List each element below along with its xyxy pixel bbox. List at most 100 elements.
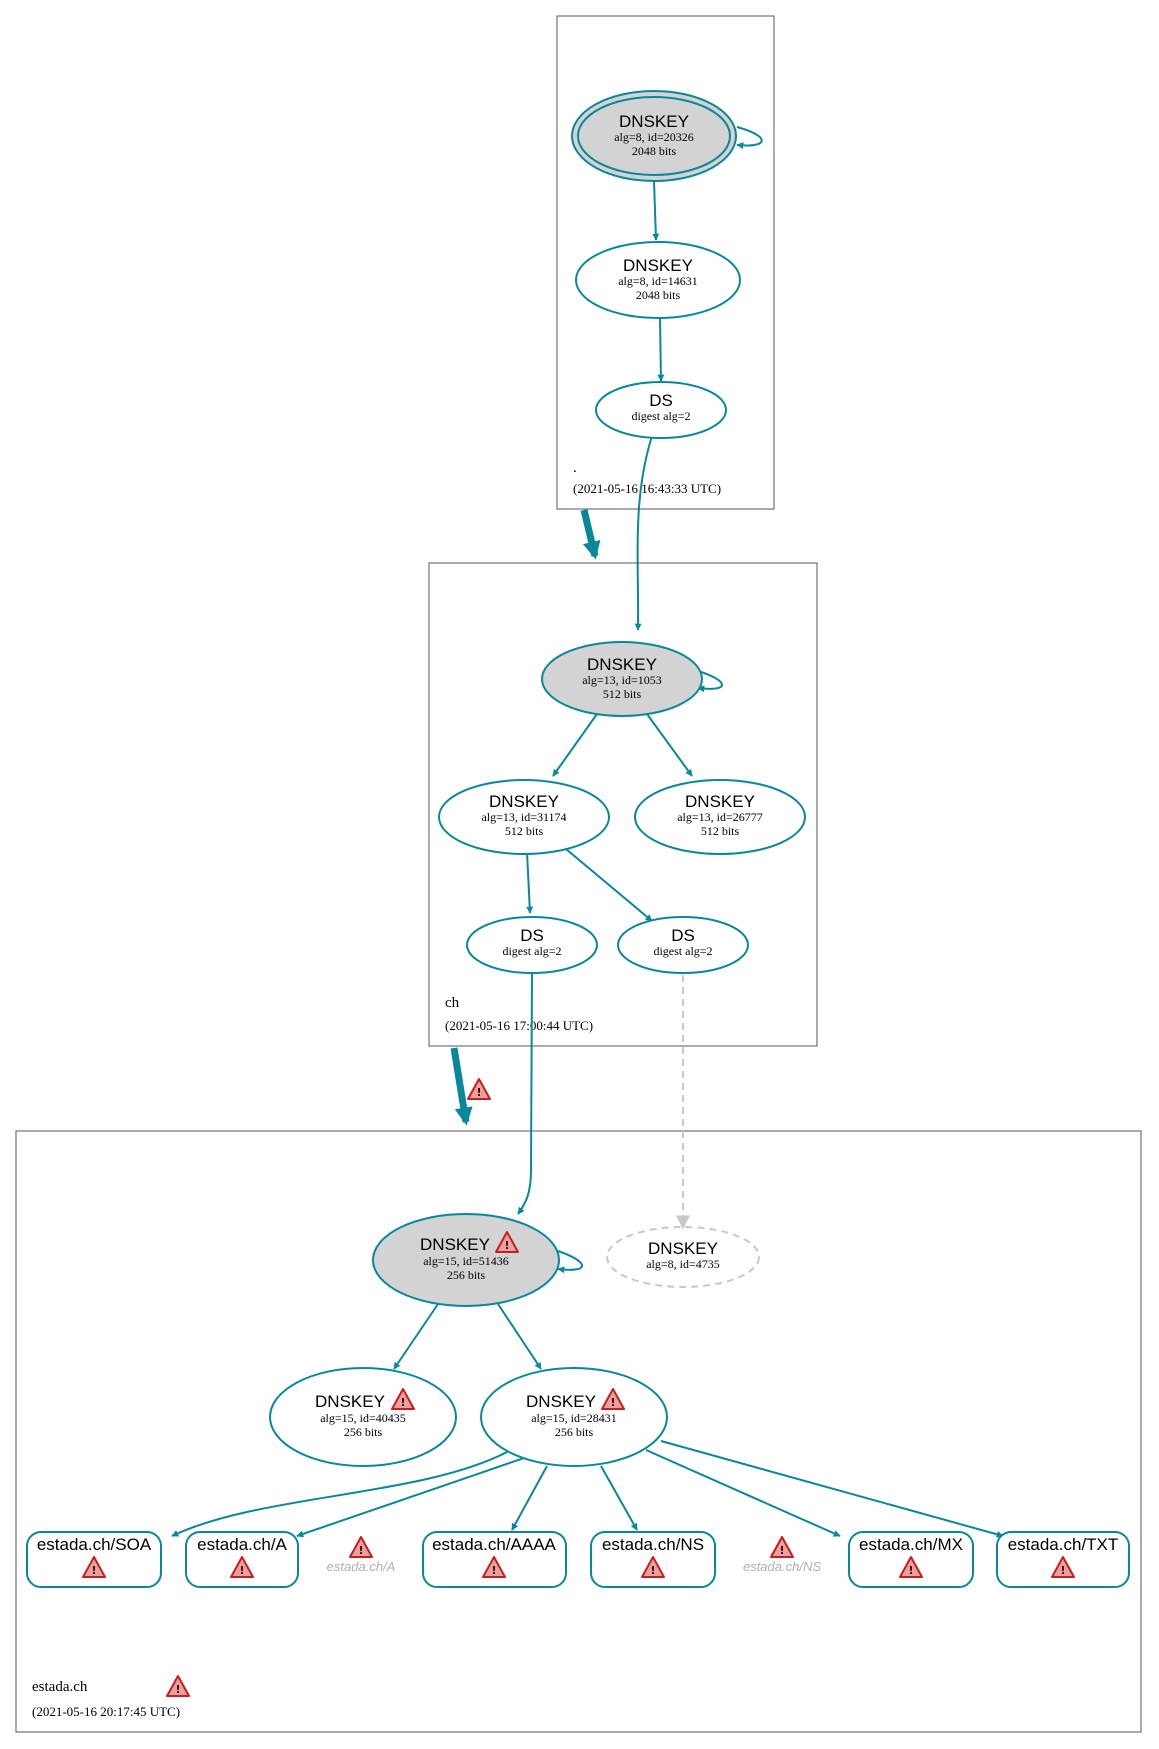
rrset-txt[interactable]: estada.ch/TXT [996,1531,1130,1588]
node-ch-zsk1[interactable]: DNSKEY alg=13, id=31174 512 bits [438,779,610,855]
edge-root-ds-to-ch-ksk [634,435,653,631]
ghost-a-warning-icon [349,1536,373,1558]
node-root-zsk[interactable]: DNSKEY alg=8, id=14631 2048 bits [575,241,741,319]
edge-root-zsk-to-ds [657,316,665,382]
node-ch-zsk2[interactable]: DNSKEY alg=13, id=26777 512 bits [634,779,806,855]
zone-ch-frame [428,562,818,1047]
rrset-soa[interactable]: estada.ch/SOA [26,1531,162,1588]
edge-ch-ds1-to-es-ksk [517,972,533,1215]
zone-estada: estada.ch (2021-05-16 20:17:45 UTC) [15,1130,1142,1733]
edge-ch-ksk-to-zsk2 [646,713,693,777]
node-ch-ds2-title: DS [671,926,695,945]
node-ch-zsk2-algid: alg=13, id=26777 [677,810,763,824]
node-es-zsk1-title: DNSKEY [315,1392,385,1411]
rrset-a-label: estada.ch/A [197,1535,287,1554]
node-root-ksk-bits: 2048 bits [632,144,677,158]
edge-zsk2-to-a [296,1457,525,1538]
node-root-zsk-shape [575,241,741,319]
node-root-zsk-algid: alg=8, id=14631 [618,274,698,288]
rrset-mx[interactable]: estada.ch/MX [848,1531,974,1588]
node-ch-ds2-digest: digest alg=2 [653,944,712,958]
node-ch-ksk[interactable]: DNSKEY alg=13, id=1053 512 bits [541,641,703,717]
edge-root-ksk-to-zsk [652,180,660,241]
node-root-ksk-shape [577,96,731,176]
edge-es-ksk-self [557,1250,583,1274]
node-ch-zsk1-shape [438,779,610,855]
node-ch-ds1-title: DS [520,926,544,945]
zone-ch: ch (2021-05-16 17:00:44 UTC) [428,562,818,1047]
node-root-ksk[interactable]: DNSKEY alg=8, id=20326 2048 bits [571,90,737,182]
node-es-ksk-shape [372,1213,560,1307]
node-ch-zsk2-title: DNSKEY [685,792,755,811]
rrset-ns[interactable]: estada.ch/NS [590,1531,716,1588]
edge-ch-zsk1-to-ds1 [526,851,534,914]
rrset-aaaa-label: estada.ch/AAAA [432,1535,556,1554]
node-root-zsk-title: DNSKEY [623,256,693,275]
ghost-ns[interactable]: estada.ch/NS [743,1536,821,1574]
node-ch-ds1[interactable]: DS digest alg=2 [466,916,598,974]
node-es-ksk[interactable]: DNSKEY alg=15, id=51436 256 bits [372,1213,560,1307]
node-es-missing[interactable]: DNSKEY alg=8, id=4735 [606,1226,760,1288]
node-es-zsk2-algid: alg=15, id=28431 [531,1411,617,1425]
edge-ch-zsk1-to-ds2 [565,848,653,922]
delegation-warning-icon [467,1078,491,1100]
edge-zsk2-to-txt [660,1440,1004,1538]
node-es-missing-title: DNSKEY [648,1239,718,1258]
node-ch-ksk-title: DNSKEY [587,655,657,674]
node-ch-zsk1-bits: 512 bits [505,824,544,838]
zone-estada-name: estada.ch [32,1679,88,1695]
zone-root-name: . [573,460,577,476]
zone-estada-timestamp: (2021-05-16 20:17:45 UTC) [32,1704,180,1719]
node-ch-zsk2-shape [634,779,806,855]
zone-ch-name: ch [445,995,460,1011]
rrset-soa-label: estada.ch/SOA [37,1535,152,1554]
zone-root: . (2021-05-16 16:43:33 UTC) [556,15,775,510]
node-es-zsk1-shape [269,1367,457,1467]
node-root-ksk-algid: alg=8, id=20326 [614,130,694,144]
node-ch-zsk1-algid: alg=13, id=31174 [481,810,566,824]
rrset-a[interactable]: estada.ch/A [185,1531,299,1588]
node-root-ds[interactable]: DS digest alg=2 [595,381,727,439]
edge-zsk2-to-ns [600,1465,638,1531]
node-es-zsk2-shape [480,1367,668,1467]
rrset-txt-label: estada.ch/TXT [1008,1535,1119,1554]
edge-es-ksk-to-zsk2 [497,1303,542,1370]
node-root-ds-digest: digest alg=2 [631,409,690,423]
rrset-aaaa[interactable]: estada.ch/AAAA [422,1531,567,1588]
edge-zsk2-to-aaaa [511,1465,548,1531]
node-es-zsk2-bits: 256 bits [555,1425,594,1439]
node-ch-ds1-digest: digest alg=2 [502,944,561,958]
delegation-root-to-ch-arrow [580,509,601,560]
node-ch-zsk2-bits: 512 bits [701,824,740,838]
node-ch-ksk-shape [541,641,703,717]
node-es-missing-algid: alg=8, id=4735 [646,1257,720,1271]
ghost-a[interactable]: estada.ch/A [327,1536,396,1574]
node-ch-ds2[interactable]: DS digest alg=2 [617,916,749,974]
node-es-ksk-algid: alg=15, id=51436 [423,1254,509,1268]
zone-estada-frame [15,1130,1142,1733]
node-ch-ds1-shape [466,916,598,974]
zone-root-frame [556,15,775,510]
node-es-zsk2[interactable]: DNSKEY alg=15, id=28431 256 bits [480,1367,668,1467]
rrset-ns-label: estada.ch/NS [602,1535,704,1554]
node-es-ksk-bits: 256 bits [447,1268,486,1282]
node-root-zsk-bits: 2048 bits [636,288,681,302]
node-ch-ksk-bits: 512 bits [603,687,642,701]
edge-zsk2-to-soa [171,1451,508,1537]
rrset-mx-label: estada.ch/MX [859,1535,963,1554]
ghost-ns-warning-icon [770,1536,794,1558]
node-es-zsk2-title: DNSKEY [526,1392,596,1411]
node-ch-ksk-algid: alg=13, id=1053 [582,673,662,687]
ghost-ns-label: estada.ch/NS [743,1559,821,1574]
edge-zsk2-to-mx [645,1449,841,1537]
delegation-ch-to-estada-arrow [450,1047,473,1126]
node-es-ksk-title: DNSKEY [420,1235,490,1254]
node-es-zsk1[interactable]: DNSKEY alg=15, id=40435 256 bits [269,1367,457,1467]
zone-estada-warning-icon [166,1675,190,1697]
node-es-zsk1-algid: alg=15, id=40435 [320,1411,406,1425]
node-es-zsk1-bits: 256 bits [344,1425,383,1439]
edge-es-ksk-to-zsk1 [393,1303,439,1370]
edges [171,126,1004,1538]
zone-ch-timestamp: (2021-05-16 17:00:44 UTC) [445,1018,593,1033]
